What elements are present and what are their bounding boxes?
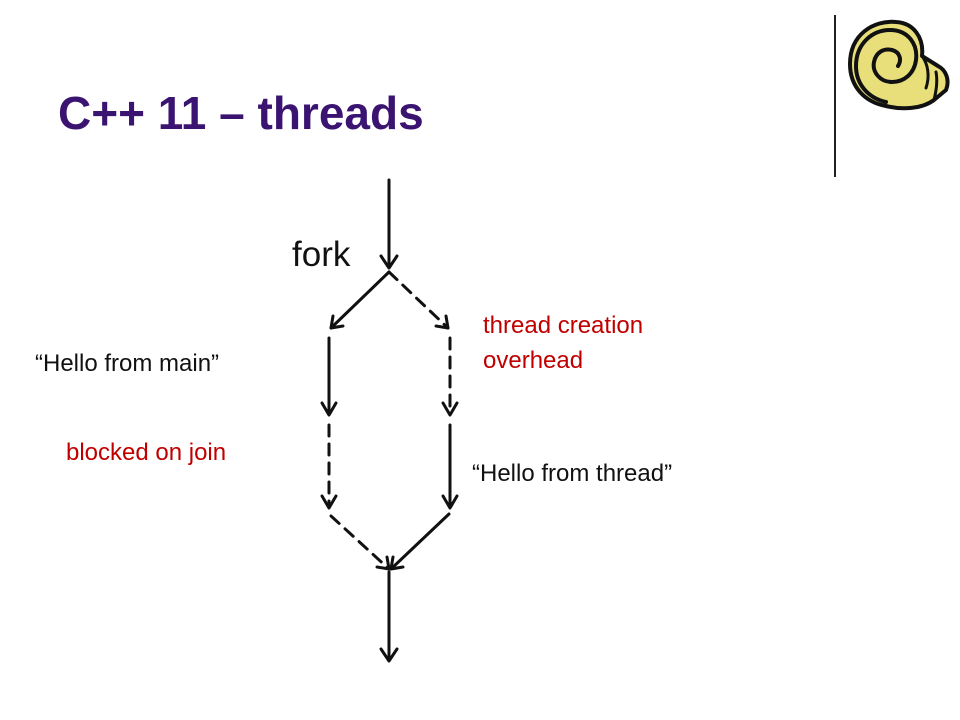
- thread-work-arrow: [441, 423, 459, 510]
- join-left-arrow: [329, 514, 391, 571]
- main-thread-outgoing-arrow: [379, 570, 399, 663]
- fork-left-arrow: [329, 270, 391, 330]
- main-blocked-arrow: [320, 423, 338, 510]
- fork-right-arrow: [387, 270, 450, 330]
- new-thread-message: “Hello from thread”: [472, 460, 673, 487]
- spiral-scroll-icon: [848, 19, 950, 111]
- slide-title: C++ 11 – threads: [58, 87, 424, 139]
- title-divider: [834, 15, 836, 177]
- main-thread-work-arrow: [320, 336, 338, 417]
- main-thread-message: “Hello from main”: [35, 350, 220, 377]
- new-thread-state-line: thread creation: [483, 312, 644, 339]
- main-thread-incoming-arrow: [379, 178, 399, 270]
- main-thread-state-annotation: blocked on join: [66, 439, 227, 466]
- new-thread-state-annotation: thread creation overhead: [483, 309, 643, 379]
- fork-label: fork: [292, 235, 351, 274]
- join-right-arrow: [389, 512, 451, 571]
- new-thread-state-line: overhead: [483, 346, 584, 374]
- thread-creation-arrow: [441, 336, 459, 417]
